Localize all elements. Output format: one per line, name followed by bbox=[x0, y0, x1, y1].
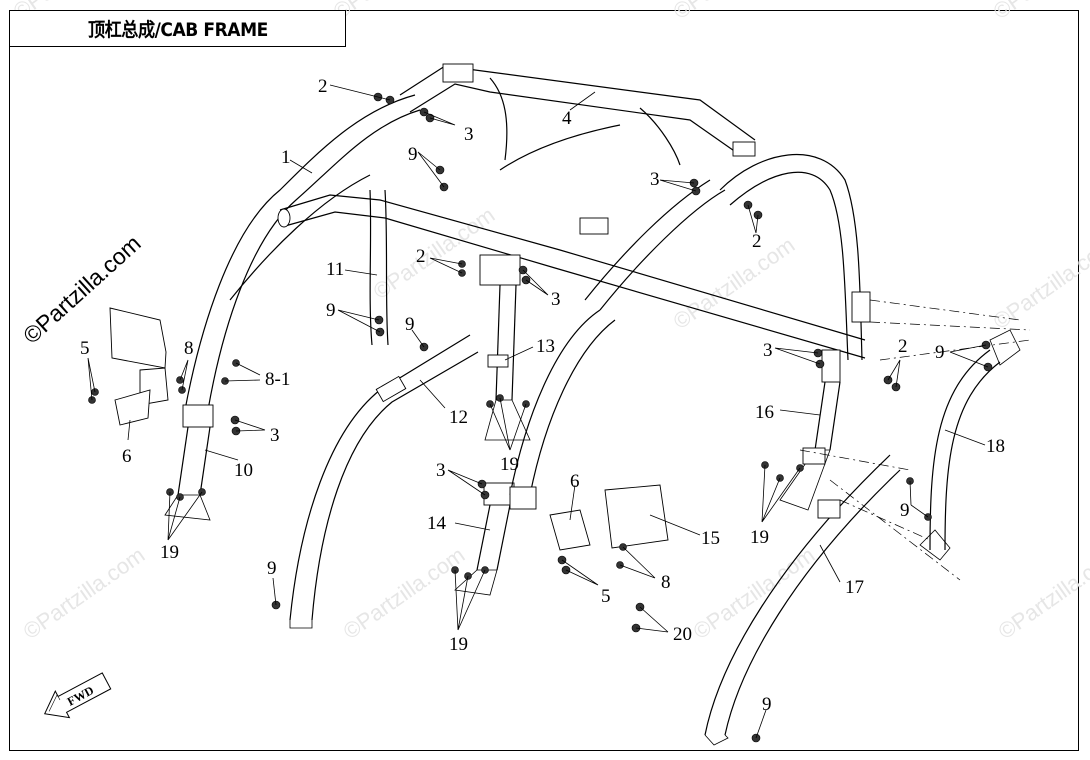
callout-3: 3 bbox=[270, 425, 280, 446]
callout-5: 5 bbox=[80, 338, 90, 359]
fwd-arrow-icon: FWD bbox=[43, 672, 112, 719]
watermark-faint: ©Partzilla.com bbox=[994, 542, 1090, 644]
callout-9: 9 bbox=[900, 500, 910, 521]
part-1-left-hoop bbox=[184, 94, 421, 411]
callout-6: 6 bbox=[570, 471, 580, 492]
title-box: 顶杠总成/CAB FRAME bbox=[9, 10, 346, 47]
dashed-leaders bbox=[799, 299, 1031, 581]
callout-19: 19 bbox=[750, 527, 769, 548]
watermark-faint: ©Partzilla.com bbox=[329, 0, 460, 24]
fasteners bbox=[88, 92, 993, 743]
callout-2: 2 bbox=[318, 76, 328, 97]
part-12-brace bbox=[289, 334, 479, 629]
callout-3: 3 bbox=[650, 169, 660, 190]
watermark-faint: ©Partzilla.com bbox=[19, 542, 150, 644]
watermark-faint: ©Partzilla.com bbox=[989, 232, 1090, 334]
callout-2: 2 bbox=[416, 246, 426, 267]
callout-13: 13 bbox=[536, 336, 555, 357]
callout-20: 20 bbox=[673, 624, 692, 645]
callout-2: 2 bbox=[752, 231, 762, 252]
page-title: 顶杠总成/CAB FRAME bbox=[87, 19, 268, 41]
mirror-left bbox=[109, 307, 169, 426]
hoop-bracket bbox=[851, 291, 871, 323]
center-hoop bbox=[509, 309, 616, 510]
callout-14: 14 bbox=[427, 513, 447, 534]
callout-16: 16 bbox=[755, 402, 774, 423]
callout-9: 9 bbox=[267, 558, 277, 579]
callout-9: 9 bbox=[408, 144, 418, 165]
callout-1: 1 bbox=[281, 147, 291, 168]
leader-lines bbox=[87, 84, 989, 739]
watermark-faint: ©Partzilla.com bbox=[669, 0, 800, 24]
mirror-right bbox=[549, 484, 669, 551]
callout-8: 8 bbox=[184, 338, 194, 359]
callout-15: 15 bbox=[701, 528, 720, 549]
callout-3: 3 bbox=[763, 340, 773, 361]
callout-17: 17 bbox=[845, 577, 864, 598]
roof-bracket bbox=[732, 141, 756, 157]
part-13-center-post bbox=[479, 254, 531, 441]
callout-3: 3 bbox=[464, 124, 474, 145]
watermark-faint: ©Partzilla.com bbox=[339, 542, 470, 644]
callout-3: 3 bbox=[551, 289, 561, 310]
roof-bracket bbox=[442, 63, 474, 83]
callout-12: 12 bbox=[449, 407, 468, 428]
callout-10: 10 bbox=[234, 460, 253, 481]
part-16-post bbox=[779, 349, 841, 511]
callout-labels: 2 3 4 1 9 2 3 11 9 9 13 12 19 5 8 8-1 3 … bbox=[80, 76, 1005, 715]
callout-8-1: 8-1 bbox=[265, 369, 290, 390]
watermark-faint: ©Partzilla.com bbox=[669, 232, 800, 334]
callout-18: 18 bbox=[986, 436, 1005, 457]
callout-19: 19 bbox=[160, 542, 179, 563]
watermark-faint: ©Partzilla.com bbox=[689, 542, 820, 644]
callout-19: 19 bbox=[449, 634, 468, 655]
cross-bracket bbox=[579, 217, 609, 235]
watermark-faint: ©Partzilla.com bbox=[989, 0, 1090, 24]
watermark-faint: ©Partzilla.com bbox=[369, 202, 500, 304]
callout-9: 9 bbox=[405, 314, 415, 335]
drawing-frame bbox=[9, 10, 1079, 751]
callout-6: 6 bbox=[122, 446, 132, 467]
callout-4: 4 bbox=[562, 108, 572, 129]
callout-11: 11 bbox=[326, 259, 344, 280]
part-10-post bbox=[164, 404, 214, 521]
callout-19: 19 bbox=[500, 454, 519, 475]
callout-2: 2 bbox=[898, 336, 908, 357]
callout-9: 9 bbox=[935, 342, 945, 363]
part-14-post bbox=[454, 482, 515, 596]
part-4-roof-frame bbox=[399, 63, 756, 171]
part-11-post bbox=[369, 189, 389, 346]
callout-8: 8 bbox=[661, 572, 671, 593]
part-18-post bbox=[919, 329, 1021, 561]
cross-tube bbox=[277, 194, 866, 359]
callout-5: 5 bbox=[601, 586, 611, 607]
callout-9: 9 bbox=[326, 300, 336, 321]
callout-3: 3 bbox=[436, 460, 446, 481]
callout-9: 9 bbox=[762, 694, 772, 715]
